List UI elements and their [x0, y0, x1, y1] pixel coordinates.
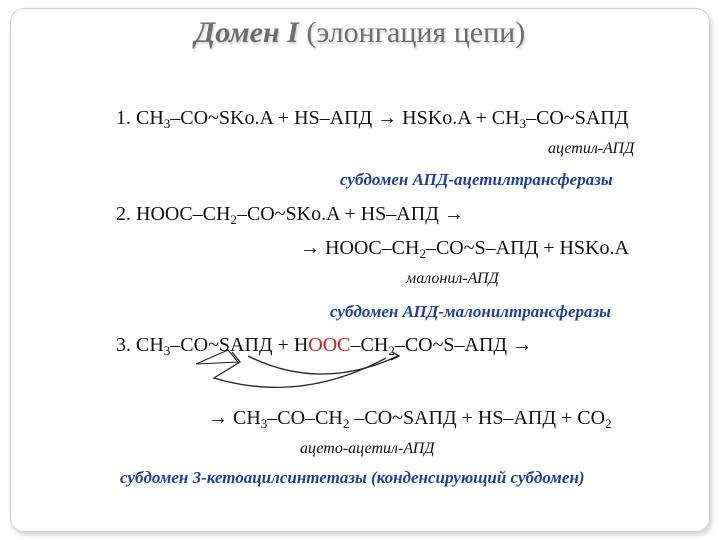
reaction-1-number: 1. — [116, 107, 131, 129]
reaction-3-number: 3. — [116, 334, 131, 356]
reaction-3-line-2: → CH3–CO–CH2 –CO~SАПД + HS–АПД + CO2 — [208, 407, 612, 431]
subdomain-malonyltransferase: субдомен АПД-малонилтрансферазы — [330, 302, 611, 321]
subdomain-ketoacyl-synthase: субдомен 3-кетоацилсинтетазы (конденсиру… — [120, 468, 585, 487]
title-domain: Домен I — [194, 16, 299, 49]
reaction-3-line-1: 3. CH3–CO~SАПД + HOOC–CH2–CO~S–АПД → — [116, 334, 533, 358]
reaction-2-line-1: 2. HOOC–CH2–CO~SKo.A + HS–АПД → — [116, 203, 464, 227]
product-label-acetoacetyl: ацето-ацетил-АПД — [300, 440, 435, 457]
reaction-1: 1. CH3–CO~SKo.A + HS–АПД → HSKo.A + CH3–… — [116, 107, 629, 131]
product-label-acetyl: ацетил-АПД — [548, 140, 635, 157]
subdomain-acetyltransferase: субдомен АПД-ацетилтрансферазы — [340, 170, 613, 189]
slide-frame — [10, 8, 710, 532]
product-label-malonyl: малонил-АПД — [406, 270, 499, 287]
reaction-2-number: 2. — [116, 203, 131, 225]
slide-title: Домен I (элонгация цепи) — [0, 16, 720, 50]
reaction-2-line-2: → HOOC–CH2–CO~S–АПД + HSKo.A — [300, 237, 629, 261]
carboxyl-group: OOC — [308, 334, 351, 356]
title-rest: (элонгация цепи) — [306, 16, 526, 49]
